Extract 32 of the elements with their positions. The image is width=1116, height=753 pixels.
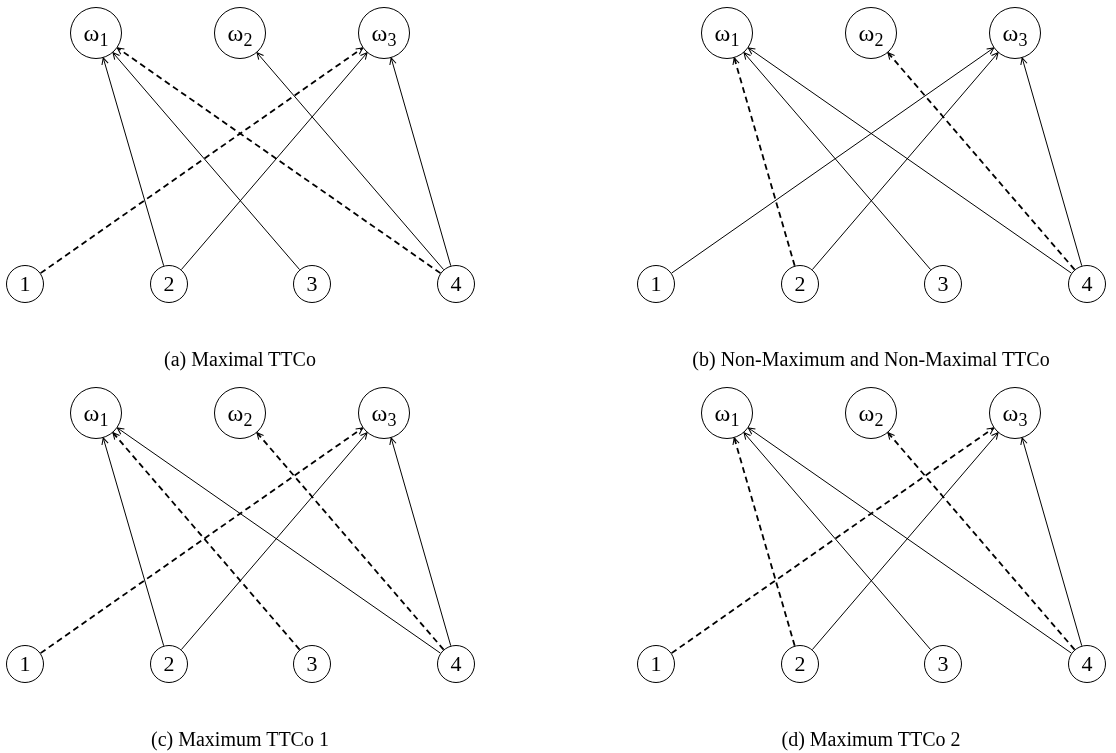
arrow <box>1020 57 1083 267</box>
arrow <box>670 427 995 654</box>
arrow <box>112 52 301 271</box>
arrow <box>101 437 165 647</box>
subfigure-caption: (c) Maximum TTCo 1 <box>151 727 329 753</box>
subfigure-caption: (d) Maximum TTCo 2 <box>781 727 961 753</box>
arrow <box>671 47 995 274</box>
arrow <box>732 57 796 267</box>
arrow <box>887 51 1076 271</box>
arrow <box>1020 437 1083 647</box>
arrow <box>743 432 932 651</box>
arrow <box>39 47 364 274</box>
arrow <box>743 52 932 271</box>
arrow <box>811 432 999 651</box>
subfigure-caption: (a) Maximal TTCo <box>164 347 316 373</box>
arrow <box>732 437 796 647</box>
arrow <box>116 46 442 275</box>
arrow <box>747 47 1072 274</box>
arrow <box>389 57 452 267</box>
arrow <box>180 52 368 271</box>
arrow <box>887 431 1076 651</box>
arrow <box>389 437 452 647</box>
arrow <box>39 427 364 654</box>
arrow <box>747 427 1072 654</box>
arrow <box>101 57 165 267</box>
arrow <box>256 52 445 271</box>
subfigure-caption: (b) Non-Maximum and Non-Maximal TTCo <box>692 347 1050 372</box>
arrow <box>256 431 445 651</box>
arrow <box>116 427 441 654</box>
arrow <box>180 432 368 651</box>
arrow <box>112 431 301 651</box>
arrow <box>811 52 999 271</box>
